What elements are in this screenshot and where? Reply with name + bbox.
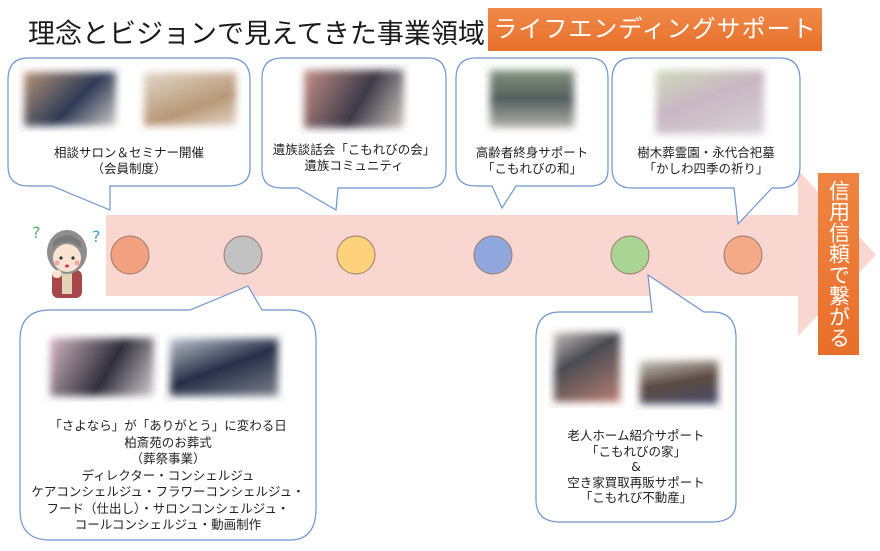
- elderly-line-1: 高齢者終身サポート: [475, 145, 589, 160]
- page-title: 理念とビジョンで見えてきた事業領域: [28, 19, 485, 50]
- funeral-line-5: ケアコンシェルジュ・フラワーコンシェルジュ・: [31, 484, 305, 499]
- elderly-woman-question-icon: ? ?: [30, 218, 110, 298]
- elderly-line-2: 「こもれびの和」: [481, 161, 582, 176]
- life-ending-support-badge: ライフエンディングサポート: [488, 8, 822, 51]
- photo-nursing-home: [548, 326, 626, 408]
- question-mark-right: ?: [92, 227, 101, 246]
- bubble-text-salon: 相談サロン＆セミナー開催 （会員制度）: [18, 145, 240, 177]
- milestone-circle-elderly: [473, 235, 513, 275]
- bubble-text-home: 老人ホーム紹介サポート 「こもれびの家」 & 空き家買取再販サポート 「こもれび…: [536, 428, 736, 506]
- home-line-1: 老人ホーム紹介サポート: [567, 428, 705, 443]
- photo-funeral-speaker: [44, 332, 160, 402]
- bubble-text-funeral: 「さよなら」が「ありがとう」に変わる日 柏斎苑のお葬式 （葬祭事業） ディレクタ…: [20, 418, 316, 534]
- photo-elderly-support: [484, 64, 580, 134]
- photo-consultation: [18, 66, 122, 132]
- milestone-circle-home: [610, 235, 650, 275]
- bereaved-line-2: 遺族コミュニティ: [304, 158, 404, 173]
- photo-seminar: [138, 66, 242, 132]
- bubble-text-bereaved: 遺族談話会「こもれびの会」 遺族コミュニティ: [262, 142, 446, 174]
- arrow-label-text: 信用信頼で繋がる: [826, 180, 851, 348]
- photo-vacant-house: [634, 354, 724, 410]
- bereaved-line-1: 遺族談話会「こもれびの会」: [272, 142, 436, 157]
- funeral-line-6: フード（仕出し）・サロンコンシェルジュ・: [46, 500, 290, 516]
- funeral-line-2: 柏斎苑のお葬式: [124, 434, 212, 450]
- milestone-circles: [110, 235, 763, 275]
- milestone-circle-bereaved: [336, 235, 376, 275]
- bubble-text-cemetery: 樹木葬霊園・永代合祀墓 「かしわ四季の祈り」: [612, 145, 800, 177]
- milestone-circle-salon: [110, 235, 150, 275]
- salon-line-2: （会員制度）: [91, 161, 167, 176]
- photo-cemetery: [650, 64, 770, 140]
- home-line-2: 「こもれびの家」: [585, 443, 686, 459]
- cemetery-line-2: 「かしわ四季の祈り」: [643, 161, 769, 176]
- milestone-circle-funeral: [223, 235, 263, 275]
- home-line-4: 空き家買取再販サポート: [567, 474, 705, 490]
- home-line-5: 「こもれび不動産」: [579, 490, 693, 505]
- funeral-line-1: 「さよなら」が「ありがとう」に変わる日: [49, 418, 287, 433]
- bubble-text-elderly: 高齢者終身サポート 「こもれびの和」: [456, 145, 608, 177]
- trust-connection-label: 信用信頼で繋がる: [818, 173, 859, 355]
- photo-bereaved-meeting: [298, 64, 410, 134]
- milestone-circle-cemetery: [723, 235, 763, 275]
- funeral-line-7: コールコンシェルジュ・動画制作: [74, 517, 262, 532]
- photo-funeral-staff: [164, 332, 284, 402]
- cemetery-line-1: 樹木葬霊園・永代合祀墓: [637, 145, 775, 160]
- funeral-line-4: ディレクター・コンシェルジュ: [81, 467, 255, 483]
- home-line-3: &: [631, 459, 641, 474]
- salon-line-1: 相談サロン＆セミナー開催: [53, 145, 204, 160]
- question-mark-left: ?: [32, 223, 41, 242]
- funeral-line-3: （葬祭事業）: [130, 451, 206, 466]
